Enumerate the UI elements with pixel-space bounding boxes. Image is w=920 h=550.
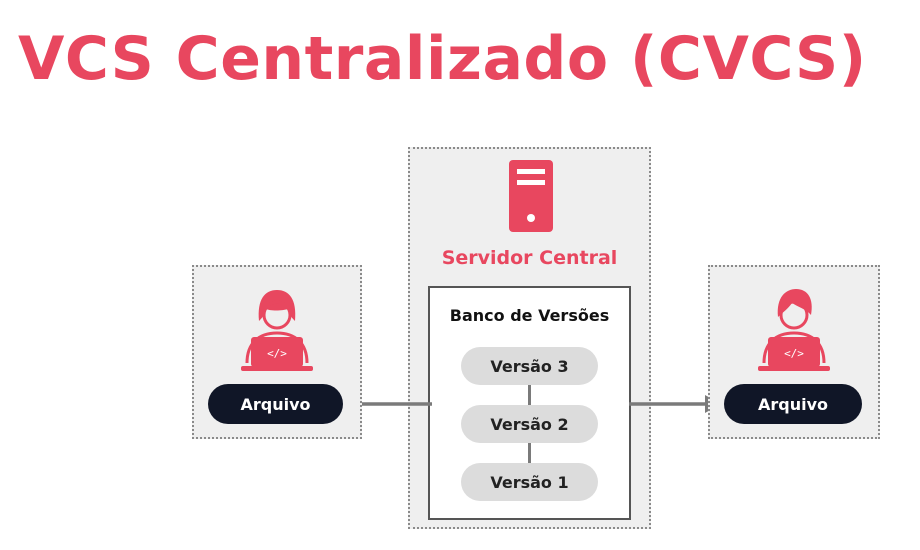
server-icon (509, 160, 553, 232)
svg-text:</>: </> (784, 347, 804, 360)
developer-laptop-icon: </> (758, 289, 830, 371)
right-file-label: Arquivo (724, 384, 862, 424)
page-title: VCS Centralizado (CVCS) (18, 24, 867, 94)
repository-label: Banco de Versões (449, 306, 610, 325)
developer-laptop-icon: </> (241, 290, 313, 371)
version-2: Versão 2 (461, 405, 598, 443)
left-file-label: Arquivo (208, 384, 343, 424)
server-label: Servidor Central (441, 247, 618, 269)
version-3: Versão 3 (461, 347, 598, 385)
version-1: Versão 1 (461, 463, 598, 501)
svg-text:</>: </> (267, 347, 287, 360)
